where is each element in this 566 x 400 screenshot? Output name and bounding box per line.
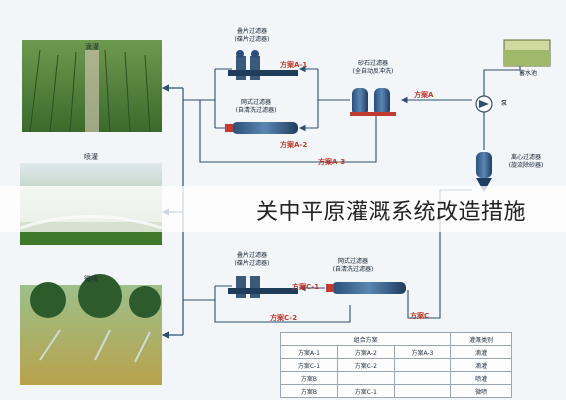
legend-header-row: 组合方案 灌溉类别 [279, 332, 512, 346]
table-row: 方案B 喷灌 [280, 371, 512, 385]
table-row: 方案C-1 方案C-2 滴灌 [280, 358, 512, 372]
micro-label: 微喷 [84, 275, 98, 283]
sand-filter-label: 砂石过滤器 (全自动反冲洗) [352, 60, 394, 75]
plan-a3-label: 方案A-3 [318, 158, 346, 166]
pool [503, 39, 551, 67]
table-row: 方案A-1 方案A-2 方案A-3 滴灌 [280, 345, 512, 359]
pool-label: 蓄水池 [518, 70, 537, 77]
banner-title: 关中平原灌溉系统改造措施 [256, 200, 527, 225]
plan-a-label: 方案A [414, 91, 434, 99]
mesh-filter-top-label: 网式过滤器 (自清洗过滤器) [235, 99, 277, 114]
mesh-filter-bottom-label: 网式过滤器 (自清洗过滤器) [332, 258, 374, 273]
table-row: 方案B 方案C-1 微喷 [280, 384, 512, 398]
legend-cell [393, 384, 452, 398]
plan-a2-label: 方案A-2 [280, 141, 308, 149]
legend-cell: 微喷 [450, 384, 512, 398]
legend-cell: 方案A-2 [336, 345, 395, 359]
plan-c2-label: 方案C-2 [270, 314, 298, 322]
drip-field-photo [22, 40, 162, 133]
pump-icon [475, 95, 493, 113]
centrifugal-filter [476, 152, 492, 192]
stack-filter-bottom [228, 276, 298, 298]
legend-cell [393, 371, 452, 385]
stack-filter-top [228, 50, 298, 80]
drip-photo-frame: 滴灌 [22, 40, 162, 132]
mesh-filter-top [225, 122, 298, 134]
legend-header-type: 灌溉类别 [450, 332, 512, 346]
legend-cell: 方案C-1 [336, 384, 395, 398]
legend-cell: 滴灌 [450, 358, 512, 372]
legend-cell: 方案C-1 [280, 358, 338, 372]
title-banner [0, 186, 566, 232]
micro-spray-photo [20, 274, 162, 385]
pipe-a3 [199, 100, 377, 163]
legend-cell: 方案C-2 [336, 358, 395, 372]
sprinkler-photo-frame: 喷灌 [20, 150, 162, 164]
legend-cell: 滴灌 [450, 345, 512, 359]
mesh-filter-bottom [326, 282, 406, 294]
legend-cell: 喷灌 [450, 371, 512, 385]
legend-cell: 方案A-3 [393, 345, 452, 359]
sand-filter [350, 88, 396, 116]
plan-a1-label: 方案A-1 [280, 61, 308, 69]
legend-cell: 方案B [280, 384, 338, 398]
drip-label: 滴灌 [85, 43, 99, 51]
plan-c-label: 方案C [410, 312, 430, 320]
plan-c1-label: 方案C-1 [292, 283, 320, 291]
legend-table: 组合方案 灌溉类别 方案A-1 方案A-2 方案A-3 滴灌 方案C-1 方案C… [279, 332, 512, 398]
legend-cell: 方案A-1 [280, 345, 338, 359]
pipe-c [407, 190, 441, 319]
pipe-c2 [214, 305, 351, 323]
legend-cell: 方案B [280, 371, 338, 385]
legend-cell [393, 358, 452, 372]
legend-cell [336, 371, 395, 385]
micro-photo-frame: 微喷 [20, 272, 162, 286]
centrifugal-label: 离心过滤器 (旋流除砂器) [508, 154, 544, 169]
pump-label: 泵 [500, 100, 507, 107]
legend-header-combo: 组合方案 [279, 332, 452, 346]
sprinkler-label: 喷灌 [84, 153, 98, 161]
stack-filter-bottom-label: 叠片过滤器 (碟片过滤器) [234, 252, 270, 267]
stack-filter-top-label: 叠片过滤器 (碟片过滤器) [234, 28, 270, 43]
